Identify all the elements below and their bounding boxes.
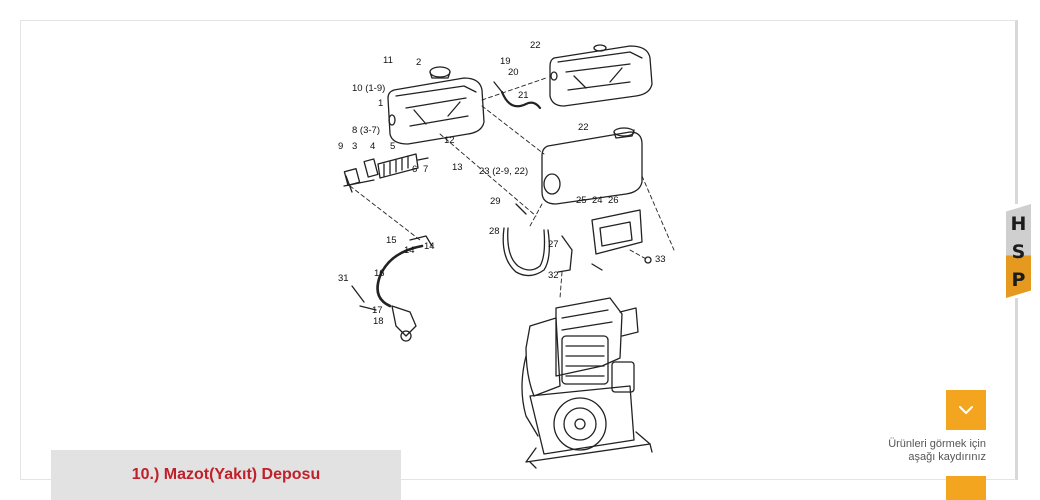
brand-strip <box>1006 204 1031 298</box>
leader-lines <box>349 77 675 299</box>
fuel-tank-parts-diagram: 11 2 19 20 22 10 (1-9) 1 21 8 (3-7) 9 3 … <box>330 36 680 476</box>
tank-top-right-drawing <box>549 44 653 107</box>
brand-letters: H S P <box>1006 210 1031 294</box>
part-number-labels: 11 2 19 20 22 10 (1-9) 1 21 8 (3-7) 9 3 … <box>338 40 666 327</box>
hose-21-drawing <box>500 90 542 110</box>
part-label: 16 <box>374 268 385 279</box>
part-label: 21 <box>518 90 529 101</box>
content-frame <box>20 20 1018 480</box>
scroll-hint-line: aşağı kaydırınız <box>908 451 986 463</box>
part-label: 33 <box>655 254 666 265</box>
part-label: 3 <box>352 141 357 152</box>
injector-drawing <box>351 285 417 342</box>
part-label: 8 (3-7) <box>352 125 380 136</box>
part-label: 2 <box>416 57 421 68</box>
tank-cylinder-drawing <box>541 127 643 205</box>
part-label: 26 <box>608 195 619 206</box>
part-label: 31 <box>338 273 349 284</box>
bracket-24-drawing <box>557 209 652 273</box>
part-label: 10 (1-9) <box>352 83 385 94</box>
part-label: 6 <box>412 164 417 175</box>
brand-letter: P <box>1011 269 1026 291</box>
part-label: 14 <box>424 241 435 252</box>
tank-left-drawing <box>387 66 485 145</box>
part-label: 9 <box>338 141 343 152</box>
part-label: 5 <box>390 141 395 152</box>
part-label: 27 <box>548 239 559 250</box>
part-label: 18 <box>373 316 384 327</box>
part-label: 24 <box>592 195 603 206</box>
part-label: 14 <box>404 245 415 256</box>
part-label: 15 <box>386 235 397 246</box>
part-label: 12 <box>444 135 455 146</box>
hsp-brand-logo: H S P <box>1006 204 1031 298</box>
part-label: 1 <box>378 98 383 109</box>
part-label: 22 <box>530 40 541 51</box>
part-label: 22 <box>578 122 589 133</box>
filter-assembly-drawing <box>343 153 429 193</box>
brand-letter: H <box>1010 213 1027 235</box>
product-caption-bar[interactable]: 10.) Mazot(Yakıt) Deposu <box>51 450 401 500</box>
product-title: 10.) Mazot(Yakıt) Deposu <box>131 466 321 483</box>
part-label: 23 (2-9, 22) <box>479 166 528 177</box>
part-label: 4 <box>370 141 375 152</box>
part-label: 11 <box>383 55 393 66</box>
part-label: 28 <box>489 226 500 237</box>
chevron-down-icon <box>959 406 973 414</box>
part-label: 13 <box>452 162 463 173</box>
engine-drawing <box>521 297 653 469</box>
strap-28-drawing <box>502 203 550 277</box>
part-label: 29 <box>490 196 501 207</box>
scroll-down-button[interactable] <box>946 390 986 430</box>
part-label: 20 <box>508 67 519 78</box>
part-label: 19 <box>500 56 511 67</box>
fuel-line-16-drawing <box>376 244 424 308</box>
part-label: 25 <box>576 195 587 206</box>
scroll-hint-text: Ürünleri görmek için aşağı kaydırınız <box>860 438 986 464</box>
part-label: 7 <box>423 164 428 175</box>
brand-letter: S <box>1011 241 1026 263</box>
part-label: 32 <box>548 270 559 281</box>
part-label: 17 <box>372 305 383 316</box>
scroll-hint-line: Ürünleri görmek için <box>888 438 986 450</box>
bottom-accent-tab[interactable] <box>946 476 986 500</box>
